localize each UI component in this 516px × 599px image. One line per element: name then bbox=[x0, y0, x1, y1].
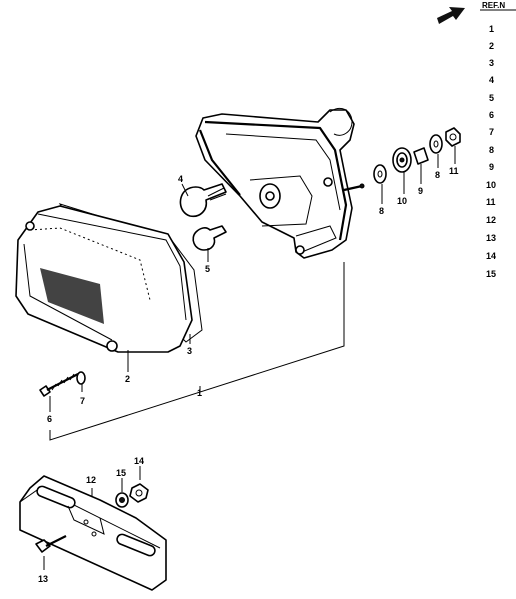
leader-lines bbox=[43, 146, 456, 570]
front-arrow-icon bbox=[437, 7, 465, 24]
lamp-housing bbox=[195, 107, 365, 259]
collar-9 bbox=[413, 147, 429, 165]
ref-item: 8 bbox=[489, 145, 494, 155]
callout-8-right: 8 bbox=[435, 170, 440, 180]
ref-item: 3 bbox=[489, 58, 494, 68]
washer-8-right bbox=[429, 134, 443, 154]
ref-item: 1 bbox=[489, 24, 494, 34]
callout-15: 15 bbox=[116, 468, 126, 478]
callout-8-left: 8 bbox=[379, 206, 384, 216]
ref-item: 5 bbox=[489, 93, 494, 103]
callout-9: 9 bbox=[418, 186, 423, 196]
license-bracket bbox=[19, 475, 167, 591]
callout-13: 13 bbox=[38, 574, 48, 584]
callout-7: 7 bbox=[80, 396, 85, 406]
callout-5: 5 bbox=[205, 264, 210, 274]
ref-item: 14 bbox=[486, 251, 496, 261]
ref-item: 6 bbox=[489, 110, 494, 120]
ref-item: 7 bbox=[489, 127, 494, 137]
callout-labels: 4 5 3 2 1 7 6 8 10 9 8 11 12 15 14 13 bbox=[38, 166, 459, 584]
washer-15 bbox=[115, 492, 129, 508]
callout-11: 11 bbox=[449, 166, 459, 176]
ref-item: 15 bbox=[486, 269, 496, 279]
callout-2: 2 bbox=[125, 374, 130, 384]
callout-12: 12 bbox=[86, 475, 96, 485]
ref-item: 10 bbox=[486, 180, 496, 190]
ref-item: 12 bbox=[486, 215, 496, 225]
tail-lens bbox=[15, 205, 193, 353]
callout-3: 3 bbox=[187, 346, 192, 356]
callout-6: 6 bbox=[47, 414, 52, 424]
ref-number-list: 1 2 3 4 5 6 7 8 9 10 11 12 13 14 15 bbox=[486, 24, 496, 279]
washer-8-left bbox=[373, 164, 387, 184]
callout-14: 14 bbox=[134, 456, 144, 466]
callout-4: 4 bbox=[178, 174, 183, 184]
ref-item: 2 bbox=[489, 41, 494, 51]
ref-item: 4 bbox=[489, 75, 494, 85]
bolt-13 bbox=[35, 535, 67, 553]
tail-bulb-4 bbox=[179, 183, 227, 218]
ref-header: REF.N bbox=[482, 1, 505, 10]
ref-item: 13 bbox=[486, 233, 496, 243]
bulb-5 bbox=[192, 225, 227, 251]
nut-14 bbox=[129, 483, 149, 503]
grommet-10 bbox=[392, 147, 412, 173]
callout-10: 10 bbox=[397, 196, 407, 206]
ref-item: 11 bbox=[486, 197, 496, 207]
callout-1: 1 bbox=[197, 388, 202, 398]
nut-11 bbox=[445, 127, 461, 147]
washer-7 bbox=[76, 371, 86, 385]
screw-6 bbox=[39, 373, 79, 397]
ref-item: 9 bbox=[489, 162, 494, 172]
